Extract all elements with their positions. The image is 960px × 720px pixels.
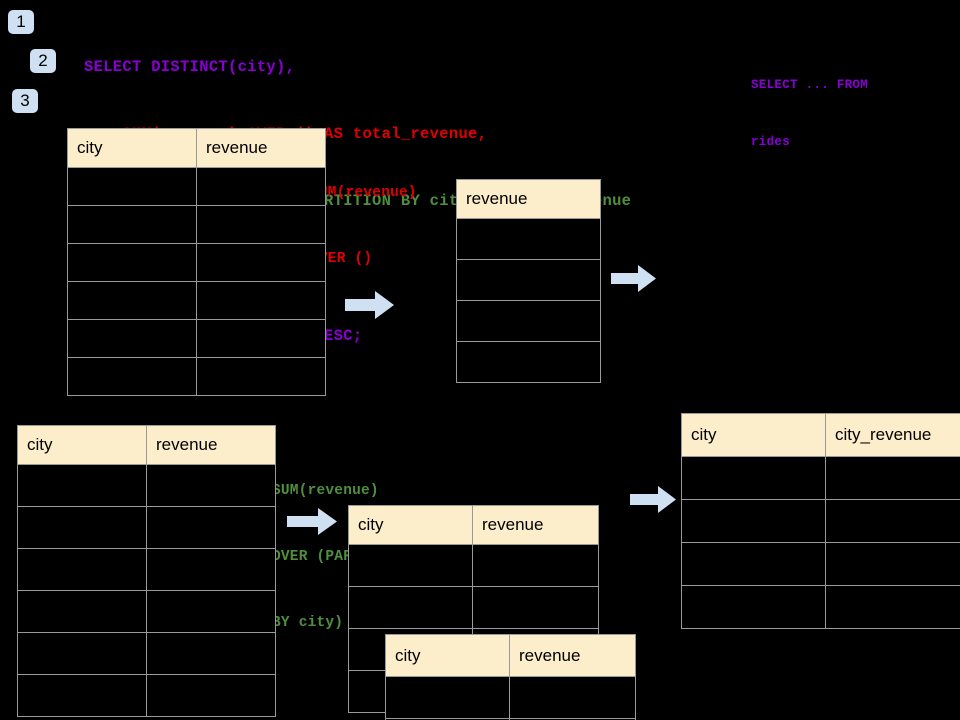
arrow-partition-to-result: [630, 486, 676, 518]
callout-over-empty: SUM(revenue) OVER (): [310, 138, 417, 314]
table-partition-back-header-revenue: revenue: [472, 505, 599, 545]
table-row: [67, 281, 326, 320]
table-row: [456, 341, 601, 383]
sql-side-annotation: SELECT ... FROM rides: [751, 38, 868, 190]
table-source-bottom-header-row: city revenue: [17, 425, 276, 465]
table-row: [681, 499, 960, 543]
arrow-total-to-result: [611, 265, 656, 297]
arrow-source-to-total: [345, 291, 394, 324]
table-source-bottom: city revenue: [17, 425, 276, 717]
table-row: [456, 300, 601, 342]
table-total-revenue: revenue: [456, 179, 601, 383]
table-total-revenue-header-revenue: revenue: [456, 179, 601, 219]
sql-line-select: SELECT DISTINCT(city),: [84, 57, 296, 76]
callout-over-partition-line-3: BY city): [272, 615, 344, 631]
table-partition-front-header-row: city revenue: [385, 634, 636, 677]
table-row: [456, 218, 601, 260]
table-result-header-row: city city_revenue: [681, 413, 960, 457]
table-partition-back-header-row: city revenue: [348, 505, 599, 545]
arrow-right-icon: [345, 291, 394, 319]
table-row: [348, 544, 599, 587]
table-row: [681, 542, 960, 586]
table-row: [17, 464, 276, 507]
table-row: [17, 632, 276, 675]
table-row: [17, 548, 276, 591]
table-partition-front-header-revenue: revenue: [509, 634, 636, 677]
arrow-right-icon: [611, 265, 656, 292]
table-source-top-header-revenue: revenue: [196, 128, 326, 168]
table-row: [17, 590, 276, 633]
table-row: [67, 167, 326, 206]
table-source-top: city revenue: [67, 128, 326, 396]
table-row: [17, 506, 276, 549]
table-row: [456, 259, 601, 301]
table-source-bottom-header-revenue: revenue: [146, 425, 276, 465]
step-badge-2-label: 2: [38, 51, 48, 70]
table-row: [67, 357, 326, 396]
table-total-revenue-header-row: revenue: [456, 179, 601, 219]
callout-over-partition-line-1: SUM(revenue): [272, 483, 379, 499]
table-partition-front: city revenue: [385, 634, 636, 720]
arrow-source-to-partition: [287, 508, 337, 540]
sql-side-line-2: rides: [751, 135, 791, 149]
step-badge-3: 3: [12, 89, 38, 113]
callout-over-empty-line-2: OVER (): [310, 251, 373, 267]
table-result-header-city: city: [681, 413, 826, 457]
table-row: [348, 586, 599, 629]
table-result: city city_revenue: [681, 413, 960, 629]
table-row: [385, 676, 636, 719]
step-badge-3-label: 3: [20, 91, 30, 110]
table-row: [67, 319, 326, 358]
table-row: [67, 205, 326, 244]
table-partition-back-header-city: city: [348, 505, 473, 545]
table-row: [67, 243, 326, 282]
step-badge-1: 1: [8, 10, 34, 34]
arrow-right-icon: [287, 508, 337, 535]
step-badge-2: 2: [30, 49, 56, 73]
table-row: [17, 674, 276, 717]
table-row: [681, 456, 960, 500]
table-result-header-city-revenue: city_revenue: [825, 413, 960, 457]
table-source-top-header-row: city revenue: [67, 128, 326, 168]
table-source-top-header-city: city: [67, 128, 197, 168]
arrow-right-icon: [630, 486, 676, 513]
step-badge-1-label: 1: [16, 12, 26, 31]
table-row: [385, 718, 636, 720]
table-partition-front-header-city: city: [385, 634, 510, 677]
callout-over-empty-line-1: SUM(revenue): [310, 185, 417, 201]
table-row: [681, 585, 960, 629]
sql-side-line-1: SELECT ... FROM: [751, 78, 869, 92]
table-source-bottom-header-city: city: [17, 425, 147, 465]
